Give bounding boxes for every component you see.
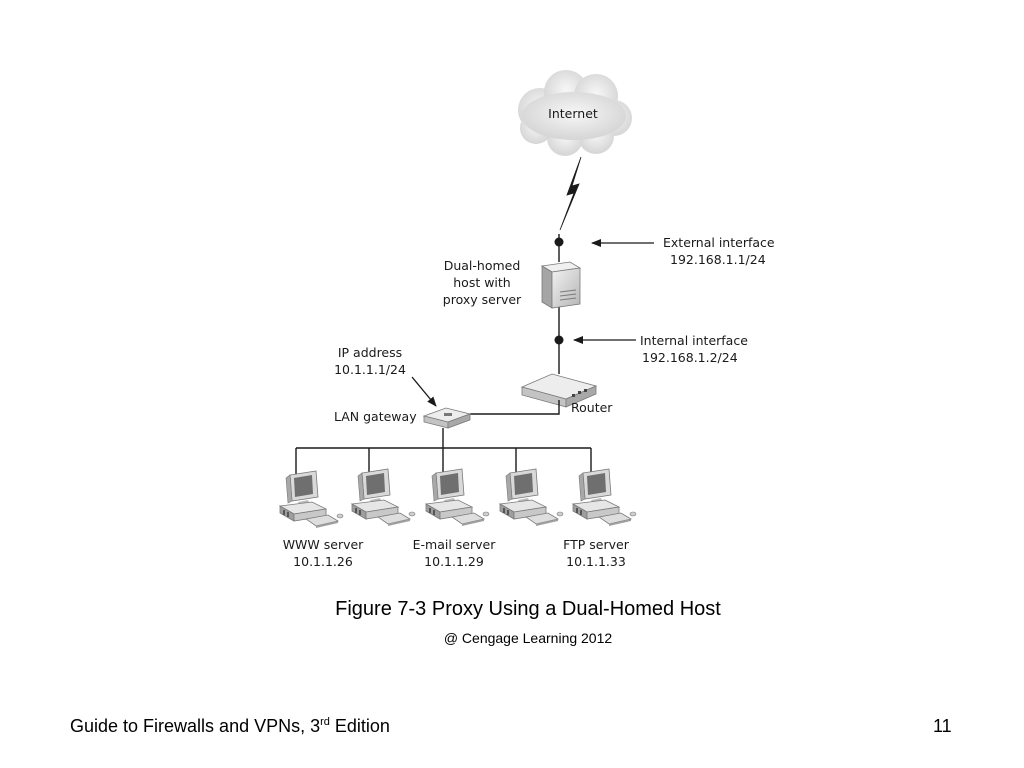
- router-label: Router: [571, 400, 613, 415]
- footer-title-main: Guide to Firewalls and VPNs, 3: [70, 716, 321, 736]
- internal-interface-node: [554, 335, 564, 345]
- internet-cloud: Internet: [518, 70, 632, 156]
- figure-credit: @ Cengage Learning 2012: [443, 630, 613, 646]
- workstation-computer-icon: [499, 468, 564, 527]
- www-server-ip: 10.1.1.26: [293, 554, 353, 569]
- www-server-label: WWW server: [283, 537, 364, 552]
- external-interface-address: 192.168.1.1/24: [670, 252, 766, 267]
- lan-gateway-label: LAN gateway: [334, 409, 417, 424]
- internal-interface-address: 192.168.1.2/24: [642, 350, 738, 365]
- footer-book-title: Guide to Firewalls and VPNs, 3rd Edition: [70, 716, 390, 737]
- ip-address-value: 10.1.1.1/24: [334, 362, 406, 377]
- external-interface-title: External interface: [663, 235, 775, 250]
- external-interface-node: [554, 237, 564, 247]
- host-label-line-2: host with: [453, 275, 510, 290]
- email-server-computer-icon: [425, 468, 490, 527]
- ftp-server-ip: 10.1.1.33: [566, 554, 626, 569]
- network-diagram: Internet External interface 192.168.1.1/…: [279, 70, 775, 569]
- router-icon: [520, 373, 598, 408]
- ftp-server-label: FTP server: [563, 537, 630, 552]
- host-label-line-3: proxy server: [443, 292, 522, 307]
- footer-title-superscript: rd: [320, 716, 330, 728]
- lightning-bolt-icon: [559, 156, 582, 231]
- figure-caption: Figure 7-3 Proxy Using a Dual-Homed Host: [335, 598, 721, 620]
- host-label-line-1: Dual-homed: [444, 258, 521, 273]
- dual-homed-host-icon: [540, 261, 582, 309]
- page-number: 11: [933, 716, 952, 736]
- internet-label: Internet: [548, 106, 598, 121]
- ftp-server-computer-icon: [572, 468, 637, 527]
- email-server-label: E-mail server: [413, 537, 497, 552]
- internal-interface-title: Internal interface: [640, 333, 748, 348]
- www-server-computer-icon: [279, 470, 344, 529]
- workstation-computer-icon: [351, 468, 416, 527]
- email-server-ip: 10.1.1.29: [424, 554, 484, 569]
- lan-gateway-icon: [422, 407, 472, 429]
- footer-title-edition: Edition: [329, 716, 390, 736]
- ip-address-title: IP address: [338, 345, 402, 360]
